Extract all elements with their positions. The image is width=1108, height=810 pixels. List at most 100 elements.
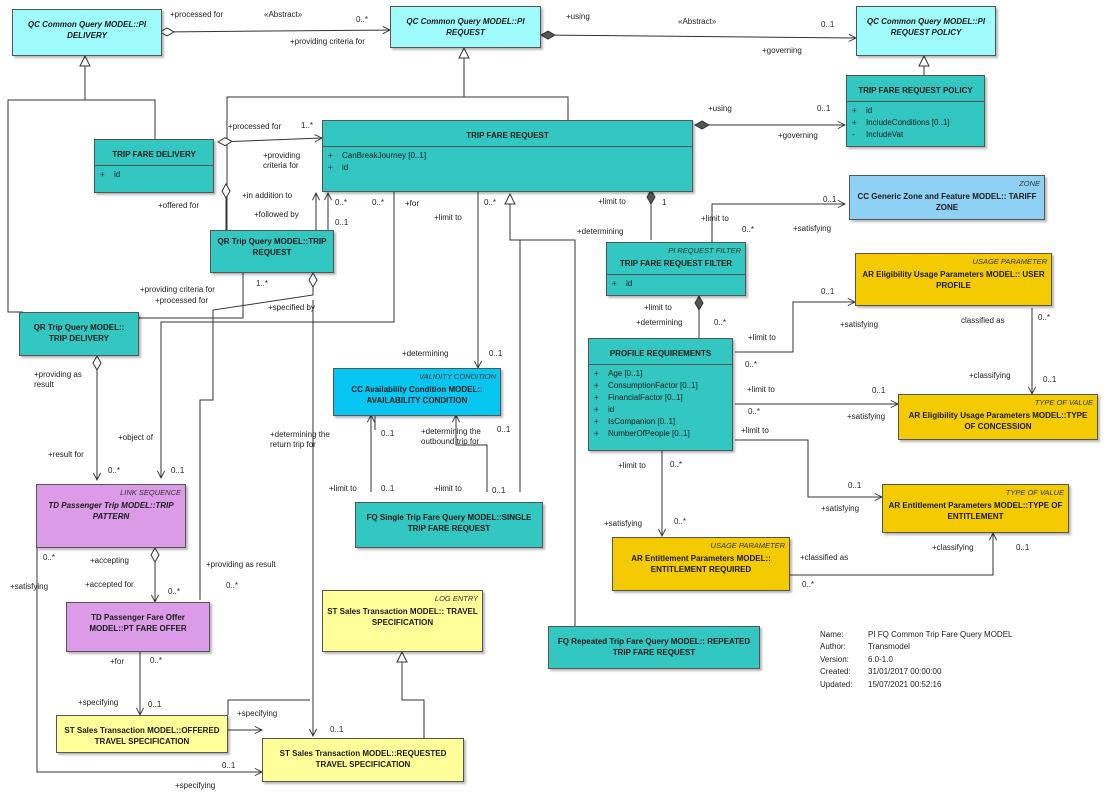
class-pi-request[interactable]: QC Common Query MODEL::PI REQUEST	[390, 6, 541, 48]
class-trip-fare-request-filter[interactable]: PI REQUEST FILTER TRIP FARE REQUEST FILT…	[606, 242, 746, 296]
diagram-metadata: Name:PI FQ Common Trip Fare Query MODEL …	[820, 629, 1012, 691]
role-label: +limit to	[598, 197, 626, 206]
class-pi-delivery[interactable]: QC Common Query MODEL::PI DELIVERY	[12, 9, 162, 56]
edge-delivery-request	[160, 30, 390, 32]
role-label: +offered for	[158, 201, 199, 210]
attribute-row: -IncludeVat	[852, 129, 904, 139]
role-label: +satisfying	[10, 582, 49, 591]
role-label: +determining the return trip for	[270, 430, 330, 449]
role-label: 0..*	[168, 587, 181, 596]
stereotype: TYPE OF VALUE	[1034, 398, 1093, 407]
class-repeated-trip-fare-request[interactable]: FQ Repeated Trip Fare Query MODEL:: REPE…	[548, 626, 760, 669]
role-label: +processed for	[228, 122, 282, 131]
role-label: 0..1	[872, 386, 886, 395]
role-label: 0..1	[821, 287, 835, 296]
role-label: 0..*	[335, 198, 348, 207]
stereotype: LINK SEQUENCE	[120, 488, 181, 497]
role-label: +processed for	[170, 10, 224, 19]
class-qr-trip-request[interactable]: QR Trip Query MODEL::TRIP REQUEST	[210, 230, 334, 273]
attribute-row: +IncludeConditions [0..1]	[852, 117, 950, 127]
role-label: 0..*	[714, 318, 727, 327]
role-label: 0..1	[823, 195, 837, 204]
role-label: 0..*	[150, 656, 163, 665]
role-label: +limit to	[748, 333, 776, 342]
class-title: QC Common Query MODEL::PI DELIVERY	[27, 20, 147, 40]
class-title: ST Sales Transaction MODEL::REQUESTED TR…	[279, 749, 447, 769]
class-title: TRIP FARE REQUEST FILTER	[619, 259, 733, 268]
class-trip-fare-request[interactable]: TRIP FARE REQUEST +CanBreakJourney [0..1…	[322, 120, 693, 192]
stereotype: ZONE	[1019, 179, 1040, 188]
class-trip-fare-delivery[interactable]: TRIP FARE DELIVERY +id	[94, 139, 214, 193]
role-label: 0..*	[670, 460, 683, 469]
class-trip-pattern[interactable]: LINK SEQUENCE TD Passenger Trip MODEL::T…	[36, 484, 186, 548]
class-offered-travel-specification[interactable]: ST Sales Transaction MODEL::OFFERED TRAV…	[56, 715, 228, 753]
edge-tfd-generalization	[85, 56, 156, 139]
role-label: 0..1	[489, 349, 503, 358]
role-label: +using	[708, 104, 732, 113]
stereotype: VALIDITY CONDITION	[419, 372, 496, 381]
role-label: +for	[405, 199, 420, 208]
edge-qrreq-offer	[199, 271, 318, 600]
attribute-row: +ConsumptionFactor [0..1]	[594, 380, 698, 390]
stereotype: TYPE OF VALUE	[1005, 488, 1064, 497]
role-label: +classifying	[932, 543, 974, 552]
class-requested-travel-specification[interactable]: ST Sales Transaction MODEL::REQUESTED TR…	[262, 738, 464, 782]
role-label: 0..1	[817, 104, 831, 113]
role-label: +satisfying	[604, 519, 643, 528]
role-label: 0..*	[356, 15, 369, 24]
role-label: 0..1	[497, 425, 511, 434]
class-single-trip-fare-request[interactable]: FQ Single Trip Fare Query MODEL::SINGLE …	[355, 502, 543, 548]
role-label: +using	[566, 12, 590, 21]
role-label: +determining	[577, 227, 624, 236]
role-label: «Abstract»	[678, 17, 717, 26]
role-label: +limit to	[741, 426, 769, 435]
edge-entreq-enttype	[790, 533, 993, 576]
edge-reqspec-generalization	[402, 652, 425, 738]
attribute-row: +FinancialFactor [0..1]	[594, 392, 683, 402]
class-travel-specification[interactable]: LOG ENTRY ST Sales Transaction MODEL:: T…	[322, 590, 483, 652]
class-title: QR Trip Query MODEL:: TRIP DELIVERY	[33, 323, 125, 343]
edge-single-generalization	[510, 194, 521, 492]
role-label: 0..1	[1016, 543, 1030, 552]
role-label: +providing criteria for	[140, 285, 215, 294]
role-label: +specifying	[175, 781, 216, 790]
stereotype: LOG ENTRY	[434, 594, 478, 603]
class-title: QC Common Query MODEL::PI REQUEST POLICY	[866, 17, 986, 37]
attribute-row: +id	[328, 162, 349, 172]
class-title: AR Entitlement Parameters MODEL:: ENTITL…	[631, 554, 771, 574]
role-label: 1	[662, 198, 667, 207]
attribute-list: +id +IncludeConditions [0..1] -IncludeVa…	[847, 100, 984, 144]
role-label: 1..*	[256, 279, 269, 288]
attribute-list: +Age [0..1] +ConsumptionFactor [0..1] +F…	[589, 363, 732, 443]
role-label: 0..*	[484, 198, 497, 207]
role-label: 0..1	[381, 484, 395, 493]
role-label: +limit to	[618, 461, 646, 470]
class-user-profile[interactable]: USAGE PARAMETER AR Eligibility Usage Par…	[855, 253, 1052, 306]
class-title: QC Common Query MODEL::PI REQUEST	[406, 17, 525, 37]
stereotype: PI REQUEST FILTER	[668, 246, 741, 255]
edge-qrdel-generalization	[7, 99, 85, 313]
class-pt-fare-offer[interactable]: TD Passenger Fare Offer MODEL::PT FARE O…	[66, 602, 210, 652]
attribute-row: +id	[100, 169, 121, 179]
class-entitlement-required[interactable]: USAGE PARAMETER AR Entitlement Parameter…	[612, 537, 790, 591]
role-label: 0..1	[171, 466, 185, 475]
role-label: 0..1	[1043, 375, 1057, 384]
edge-profile-userprofile	[735, 302, 855, 353]
role-label: 0..*	[748, 407, 761, 416]
role-label: +followed by	[254, 210, 299, 219]
role-label: 1..*	[301, 121, 314, 130]
edge-tfr-qrdel	[161, 190, 395, 478]
class-profile-requirements[interactable]: PROFILE REQUIREMENTS +Age [0..1] +Consum…	[588, 338, 733, 451]
class-qr-trip-delivery[interactable]: QR Trip Query MODEL:: TRIP DELIVERY	[19, 312, 139, 356]
attribute-row: +id	[612, 278, 633, 288]
role-label: 0..1	[492, 486, 506, 495]
role-label: +determining	[636, 318, 683, 327]
class-type-of-concession[interactable]: TYPE OF VALUE AR Eligibility Usage Param…	[898, 394, 1098, 440]
stereotype: USAGE PARAMETER	[972, 257, 1047, 266]
class-type-of-entitlement[interactable]: TYPE OF VALUE AR Entitlement Parameters …	[882, 484, 1069, 533]
class-pi-request-policy[interactable]: QC Common Query MODEL::PI REQUEST POLICY	[856, 6, 996, 56]
metadata-row: Version:6.0-1.0	[820, 654, 893, 664]
class-trip-fare-request-policy[interactable]: TRIP FARE REQUEST POLICY +id +IncludeCon…	[846, 75, 985, 147]
class-tariff-zone[interactable]: ZONE CC Generic Zone and Feature MODEL::…	[849, 175, 1045, 220]
class-availability-condition[interactable]: VALIDITY CONDITION CC Availability Condi…	[333, 368, 501, 416]
